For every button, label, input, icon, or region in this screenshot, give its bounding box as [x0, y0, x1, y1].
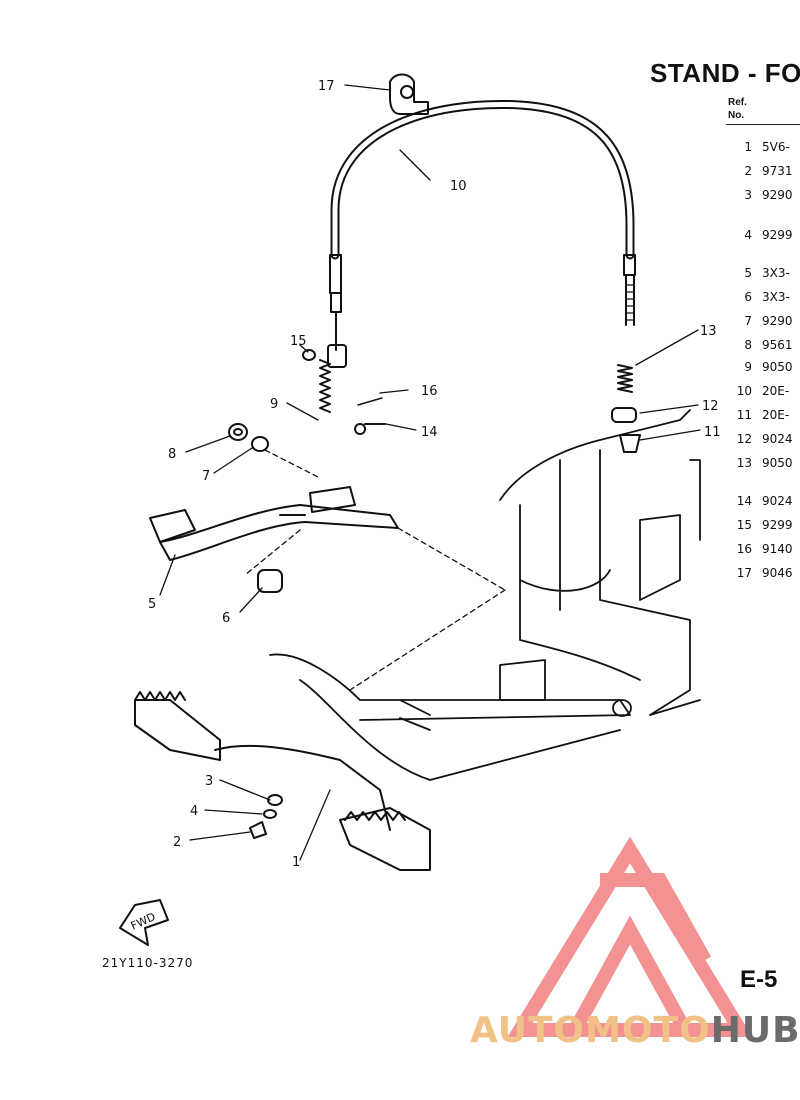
fwd-label: FWD	[129, 910, 158, 933]
callout-17: 17	[318, 79, 335, 94]
header-divider	[726, 124, 800, 125]
callout-1: 1	[292, 855, 300, 870]
callout-10: 10	[450, 179, 467, 194]
callout-8: 8	[168, 447, 176, 462]
watermark-text-part2: HUB	[710, 1010, 800, 1051]
callout-14: 14	[421, 425, 438, 440]
callout-12: 12	[702, 399, 719, 414]
springs	[319, 359, 633, 413]
page-code: E-5	[740, 966, 778, 993]
watermark-logo-icon	[507, 836, 753, 1037]
header-ref: Ref.	[728, 97, 747, 108]
cable-clamp	[389, 73, 429, 115]
callout-6: 6	[222, 611, 230, 626]
callout-2: 2	[173, 835, 181, 850]
brake-pedal	[149, 486, 399, 561]
page-title: STAND - FOO	[650, 58, 800, 88]
leader-lines	[159, 84, 701, 861]
footrest-assembly	[134, 691, 431, 871]
fwd-arrow-icon	[119, 899, 169, 946]
brake-cable	[327, 99, 636, 368]
small-hardware	[228, 349, 641, 839]
callout-7: 7	[202, 469, 210, 484]
callout-13: 13	[700, 324, 717, 339]
watermark-text-part1: AUTOMOTO	[470, 1010, 711, 1051]
callout-15: 15	[290, 334, 307, 349]
callout-11: 11	[704, 425, 721, 440]
diagram-code: 21Y110-3270	[102, 956, 194, 970]
callout-3: 3	[205, 774, 213, 789]
watermark-text: AUTOMOTOHUB	[470, 1010, 800, 1051]
callout-5: 5	[148, 597, 156, 612]
callout-9: 9	[270, 397, 278, 412]
frame	[269, 409, 701, 781]
callout-16: 16	[421, 384, 438, 399]
header-no: No.	[728, 110, 745, 121]
callout-4: 4	[190, 804, 198, 819]
table-header: Ref. No.	[728, 96, 747, 122]
